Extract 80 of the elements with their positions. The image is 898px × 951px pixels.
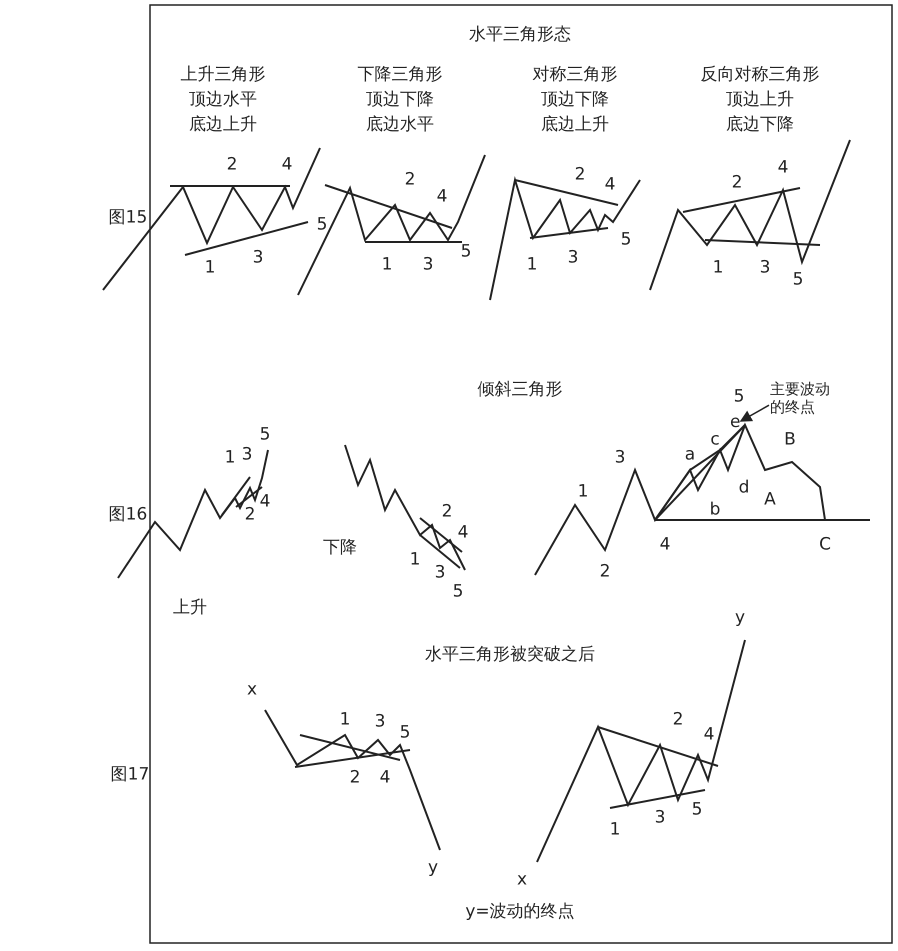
- wave-label: 1: [526, 256, 538, 274]
- wave-label: 3: [654, 808, 666, 828]
- wave-label: 5: [734, 388, 744, 406]
- wave-label: y: [428, 858, 438, 878]
- text-label: 水平三角形态: [469, 26, 571, 44]
- wave-label: 5: [400, 724, 410, 742]
- text-label: 顶边水平: [189, 90, 257, 110]
- wave-label: 2: [600, 562, 610, 582]
- text-label: 顶边上升: [726, 90, 794, 110]
- wave-label: 2: [442, 502, 452, 522]
- wave-label: 4: [778, 158, 788, 178]
- text-label: 下降: [323, 538, 357, 558]
- text-label: 图17: [110, 766, 150, 784]
- wave-label: 4: [436, 188, 448, 206]
- wave-label: d: [738, 478, 750, 498]
- wave-label: 5: [460, 242, 472, 262]
- wave-label: 2: [672, 710, 684, 730]
- text-label: 图15: [108, 208, 148, 228]
- wave-label: 3: [434, 564, 446, 582]
- text-label: 上升: [173, 598, 207, 618]
- wave-label: 4: [380, 768, 390, 788]
- text-label: 底边下降: [726, 116, 794, 134]
- wave-label: A: [764, 490, 776, 510]
- leader-arrow: [740, 404, 770, 422]
- wave-label: 2: [226, 156, 238, 174]
- text-label: 对称三角形: [532, 66, 618, 84]
- wave-label: y: [734, 608, 746, 628]
- wave-label: 1: [712, 258, 724, 278]
- wave-label: 1: [224, 448, 236, 468]
- wave-label: 5: [620, 230, 632, 250]
- text-label: 顶边下降: [366, 90, 434, 110]
- wave-label: 1: [410, 550, 420, 570]
- wave-label: 3: [614, 448, 626, 468]
- text-label: 下降三角形: [358, 66, 442, 84]
- wave-label: 3: [760, 258, 770, 278]
- wave-label: 5: [792, 270, 804, 290]
- text-label: 底边水平: [366, 116, 434, 134]
- wave-label: 1: [382, 256, 392, 274]
- wave-label: 5: [692, 800, 702, 820]
- wave-label: a: [684, 446, 696, 464]
- wave-label: 2: [350, 768, 360, 788]
- wave-label: 3: [252, 248, 264, 268]
- text-label: y=波动的终点: [465, 902, 575, 922]
- wave-label: 3: [242, 446, 252, 464]
- wave-label: x: [516, 870, 528, 890]
- text-label: 倾斜三角形: [478, 380, 562, 400]
- wave-label: 4: [660, 536, 670, 554]
- wave-label: 4: [260, 492, 270, 512]
- wave-label: 3: [422, 256, 434, 274]
- wave-label: e: [730, 412, 740, 432]
- text-label: 图16: [108, 506, 148, 524]
- wave-label: 3: [568, 248, 578, 268]
- wave-label: 2: [404, 170, 416, 190]
- wave-label: c: [710, 430, 720, 450]
- wave-label: 3: [374, 712, 386, 732]
- text-label: 上升三角形: [180, 66, 266, 84]
- wave-label: 4: [604, 176, 616, 194]
- wave-label: x: [246, 680, 258, 700]
- wave-label: 5: [260, 426, 270, 444]
- wave-label: 2: [732, 174, 742, 192]
- wave-label: 2: [244, 506, 256, 524]
- text-label: 底边上升: [541, 116, 609, 134]
- wave-label: 2: [574, 166, 586, 184]
- wave-label: 4: [458, 524, 468, 542]
- wave-label: C: [819, 536, 831, 554]
- wave-label: 1: [578, 482, 588, 502]
- text-label: 水平三角形被突破之后: [425, 646, 595, 664]
- wave-label: B: [784, 430, 796, 450]
- wave-label: 4: [282, 156, 292, 174]
- text-label: 反向对称三角形: [700, 66, 820, 84]
- wave-label: 1: [340, 710, 350, 730]
- callout-text: 主要波动的终点: [770, 380, 834, 416]
- wave-label: 5: [316, 216, 328, 234]
- wave-label: 4: [704, 726, 714, 744]
- wave-label: 5: [452, 582, 464, 602]
- text-label: 顶边下降: [541, 90, 609, 110]
- wave-label: 1: [204, 258, 216, 278]
- text-label: 底边上升: [189, 116, 257, 134]
- wave-label: b: [710, 500, 720, 520]
- wave-label: 1: [610, 820, 620, 840]
